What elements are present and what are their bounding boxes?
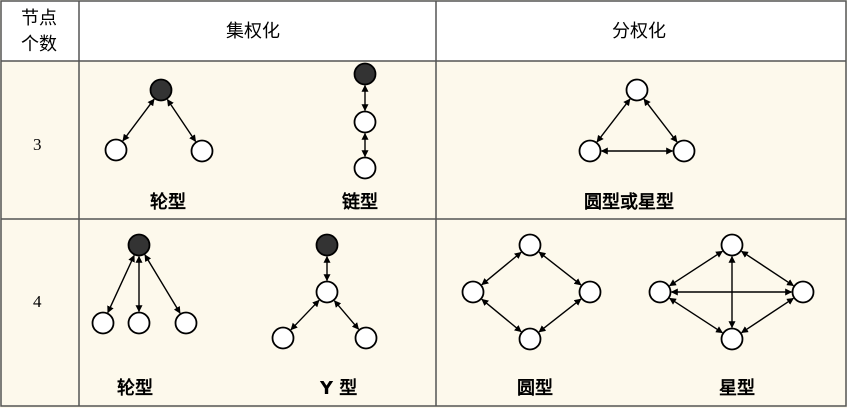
node-chain-3-2 [353, 156, 377, 180]
node-y-4-3 [354, 326, 378, 350]
node-wheel-4-3 [174, 311, 198, 335]
node-chain-3-1 [353, 110, 377, 134]
edge-circle-4-3 [538, 298, 582, 333]
node-star-4-3 [720, 327, 744, 351]
node-wheel-4-2 [127, 311, 151, 335]
row-count-4: 4 [33, 292, 42, 311]
edge-wheel-4-0 [107, 254, 135, 314]
node-y-4-1 [315, 280, 339, 304]
edge-circle-4-0 [481, 251, 522, 286]
edge-star-4-0 [669, 250, 723, 287]
label-wheel-3: 轮型 [150, 192, 186, 213]
edge-wheel-3-1 [166, 98, 197, 143]
network-diagrams [91, 62, 815, 351]
row-count-3: 3 [33, 135, 42, 154]
edge-circle-4-1 [538, 251, 582, 286]
center-node-wheel-4-0 [127, 233, 151, 257]
edge-star-4-4 [669, 297, 723, 334]
center-node-wheel-3-0 [149, 78, 173, 102]
diagram-wheel-3 [104, 78, 214, 163]
edge-y-4-2 [333, 300, 360, 330]
edge-star-4-5 [741, 297, 794, 334]
label-chain-3: 链型 [342, 192, 378, 213]
node-wheel-3-1 [104, 138, 128, 162]
edge-circle-4-2 [481, 298, 522, 333]
diagram-circle-4 [461, 233, 602, 351]
diagram-chain-3 [353, 62, 377, 180]
edge-wheel-3-0 [122, 98, 155, 142]
edge-wheel-4-2 [144, 254, 181, 314]
header-decentralized: 分权化 [612, 21, 666, 42]
node-circle-or-star-3-2 [672, 139, 696, 163]
node-circle-4-2 [578, 280, 602, 304]
edge-circle-or-star-3-1 [643, 98, 678, 143]
node-circle-4-1 [461, 280, 485, 304]
edge-y-4-1 [290, 299, 320, 331]
node-star-4-1 [648, 280, 672, 304]
label-wheel-4: 轮型 [117, 378, 153, 399]
center-node-chain-3-0 [353, 62, 377, 86]
node-y-4-2 [271, 326, 295, 350]
header-corner-line1: 节点 [21, 8, 57, 29]
node-circle-or-star-3-1 [578, 139, 602, 163]
label-circle-or-star-3: 圆型或星型 [584, 192, 674, 213]
label-star-4: 星型 [719, 378, 755, 399]
node-circle-4-3 [518, 327, 542, 351]
edge-circle-or-star-3-0 [596, 98, 631, 143]
node-star-4-0 [720, 233, 744, 257]
node-star-4-2 [791, 280, 815, 304]
header-centralized: 集权化 [226, 21, 280, 42]
node-circle-4-0 [518, 233, 542, 257]
label-y-4: Y 型 [320, 378, 358, 399]
diagram-y-4 [271, 233, 378, 350]
diagram-star-4 [648, 233, 815, 351]
diagram-wheel-4 [91, 233, 198, 335]
edge-star-4-1 [741, 250, 794, 287]
diagram-circle-or-star-3 [578, 78, 696, 163]
node-wheel-3-2 [190, 139, 214, 163]
header-corner-line2: 个数 [21, 34, 57, 55]
node-wheel-4-1 [91, 311, 115, 335]
header-row-background [1, 1, 846, 61]
label-circle-4: 圆型 [517, 378, 553, 399]
center-node-y-4-0 [315, 233, 339, 257]
node-circle-or-star-3-0 [625, 78, 649, 102]
